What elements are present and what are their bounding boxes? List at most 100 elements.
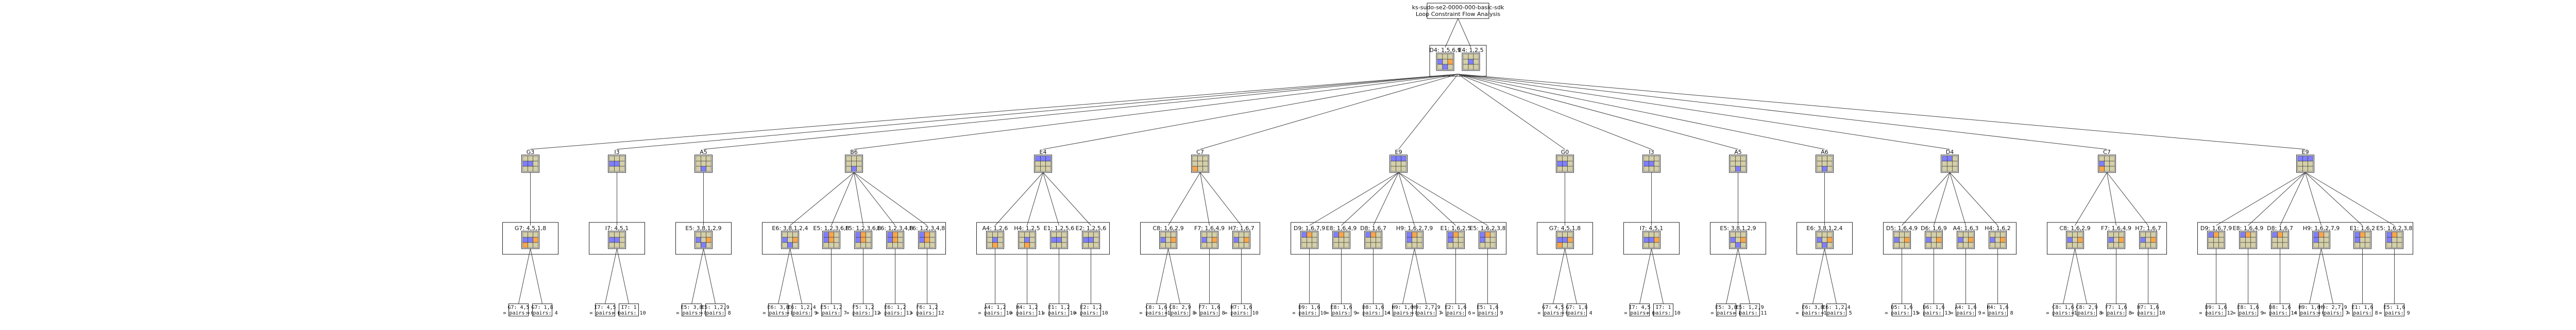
edge [1200,172,1210,226]
leaf-value: = pairs: 8 [1164,310,1195,316]
grid-cell [1557,237,1563,243]
grid-cell [1463,54,1469,60]
grid-cell [2277,242,2283,248]
grid-cell [1212,232,1217,238]
grid-cell [2140,242,2146,248]
leaf-frame [1924,303,1944,317]
leaf-label: E1: 1,2 [1048,305,1070,310]
grid-cell [1056,237,1062,243]
edge [2075,172,2107,226]
grid-cell [1453,242,1459,248]
leaf-frame [768,303,788,317]
leaf-node: G7: 4,5= pairs: 6 [1537,303,1569,317]
grid-cell [1061,232,1067,238]
grid-cell [1202,155,1208,162]
grid-cell [609,166,615,172]
grid-cell [1019,242,1025,248]
node-label: C7 [1196,149,1204,155]
edge [530,74,1459,150]
grid-cell [1376,237,1381,243]
grid-cell [2277,232,2283,238]
grid-cell [897,237,903,243]
grid-cell [2108,237,2114,243]
sub-node: E5: 1,6,2,3,8 [2376,225,2413,249]
grid-cell [1557,242,1563,248]
grid-cell [1365,237,1371,243]
grid-cell [2302,166,2308,172]
edge [2309,248,2321,304]
branch-node-8: I3 [1642,149,1660,173]
grid-cell [855,237,861,243]
grid-cell [1040,155,1046,162]
leaf-value: = pairs: 7 [2317,310,2348,316]
grid-cell [860,232,866,238]
grid-cell [860,242,866,248]
grid-cell [1958,232,1963,238]
leaf-node: H9: 1,6= pairs: 6 [2294,303,2325,317]
sub-node: E2: 1,2,5,6 [1076,225,1106,249]
leaf-frame [1049,303,1069,317]
grid-cell [1968,242,1974,248]
grid-cell [2313,242,2319,248]
edge [854,172,927,226]
sub-node: E5: 1,6,2,3,8 [1469,225,1506,249]
grid-cell [2109,166,2115,172]
grid-cell [1088,242,1094,248]
leaf-node: E6: 1,2,4= pairs: 5 [1821,303,1852,317]
grid-cell [1447,54,1453,60]
edge [1043,172,1091,226]
grid-cell [787,237,793,243]
leaf-node: E5: 1,6= pairs: 9 [2379,303,2410,317]
sub-node: H9: 1,6,2,7,9 [1396,225,1433,249]
leaf-label: C8: 2,9 [1169,305,1191,310]
grid-cell [1654,161,1659,167]
leaf-node: D8: 1,6= pairs: 14 [2263,303,2297,317]
edge [518,248,531,304]
grid-cell [1463,59,1469,65]
grid-cell [2313,237,2319,243]
grid-cell [1740,155,1746,162]
grid-cell [2000,232,2006,238]
leaf-frame [682,303,702,317]
leaf-frame [792,303,812,317]
edge [530,248,543,304]
leaf-node: E8: 1,6= pairs: 9 [2232,303,2264,317]
grid-cell [851,161,857,167]
leaf-label: C8: 1,6 [2052,305,2074,310]
edge [1934,172,1950,226]
grid-cell [2218,237,2224,243]
grid-cell [533,166,538,172]
branch-node-4: E4 [1034,149,1052,173]
grid-cell [1197,161,1203,167]
edge [1950,172,1998,226]
grid-cell [1649,232,1654,238]
grid-cell [1396,166,1401,172]
leaf-frame [509,303,529,317]
grid-cell [2099,166,2105,172]
branch-node-13: E9 [2296,149,2314,173]
sub-node: D8: 1,6,7 [2267,225,2293,249]
grid-cell [1197,166,1203,172]
leaf-frame [2138,303,2158,317]
edge [2305,172,2395,226]
grid-cell [897,242,903,248]
edge [703,74,1459,150]
grid-cell [1406,242,1412,248]
edge [1738,248,1750,304]
leaf-label: E5: 1,6 [1477,305,1498,310]
grid-cell [528,242,533,248]
edge [2216,172,2306,226]
grid-cell [1817,242,1822,248]
node-label: D9: 1,6,7,9 [1294,225,1325,232]
edge [1398,172,1456,226]
grid-cell [2104,155,2110,162]
grid-cell [1894,237,1900,243]
node-label: E6: 1,2,3,4,8 [877,225,913,232]
leaf-label: F5: 1,2 [852,305,874,310]
grid-cell [533,242,538,248]
grid-cell [1947,155,1953,162]
grid-cell [1649,242,1654,248]
grid-cell [619,161,625,167]
sub-node: E1: 1,6,2 [2350,225,2375,249]
